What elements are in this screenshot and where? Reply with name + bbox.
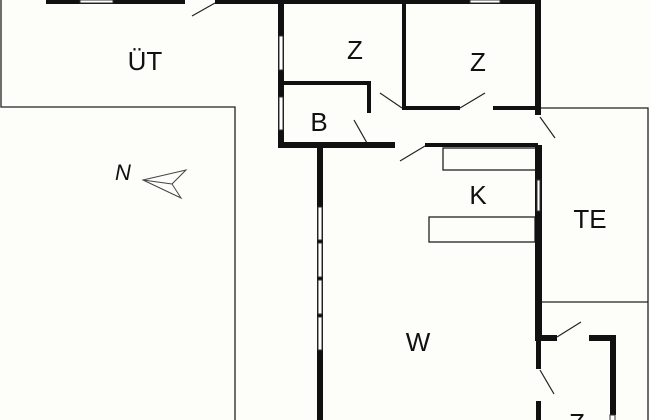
window <box>609 414 616 420</box>
wall <box>535 335 557 341</box>
wall <box>425 143 538 147</box>
room-label-terrace-2: TE <box>573 204 606 234</box>
room-label-kitchen: K <box>469 180 487 210</box>
window <box>317 316 323 351</box>
window <box>317 279 323 315</box>
window <box>317 206 323 241</box>
door-swing <box>539 369 555 395</box>
kitchen-counter <box>442 147 537 171</box>
wall <box>367 81 371 113</box>
compass-label: N <box>115 160 131 185</box>
room-label-z3: Z <box>569 408 585 420</box>
wall <box>610 335 616 415</box>
door-swing <box>399 145 426 162</box>
wall-top <box>215 0 540 4</box>
wall <box>589 335 616 341</box>
room-label-terrace: ÜT <box>128 46 163 76</box>
wall <box>403 106 460 110</box>
wall <box>278 0 284 148</box>
door-swing <box>556 321 582 338</box>
window <box>79 0 114 4</box>
door-swing <box>353 119 368 144</box>
wall <box>535 145 542 341</box>
wall-top <box>46 0 185 4</box>
room-label-z1: Z <box>347 35 363 65</box>
door-swing <box>539 116 556 139</box>
window <box>536 179 541 212</box>
wall <box>402 0 406 110</box>
wall <box>283 81 371 85</box>
wall <box>536 341 541 369</box>
door-swing <box>379 92 403 109</box>
terrace-outline <box>0 0 236 420</box>
wall <box>536 401 541 420</box>
north-arrow-icon <box>141 169 188 200</box>
wall <box>493 106 538 110</box>
window <box>317 242 323 278</box>
terrace-2-outline <box>540 107 649 420</box>
window <box>278 35 284 71</box>
room-label-z2: Z <box>470 47 486 77</box>
room-label-bathroom: B <box>310 107 327 137</box>
window <box>469 0 501 4</box>
window <box>278 96 284 131</box>
door-swing <box>191 2 216 17</box>
wall <box>278 142 395 148</box>
room-label-living: W <box>406 327 431 357</box>
kitchen-island <box>428 216 536 243</box>
wall <box>535 0 541 115</box>
door-swing <box>459 92 486 109</box>
